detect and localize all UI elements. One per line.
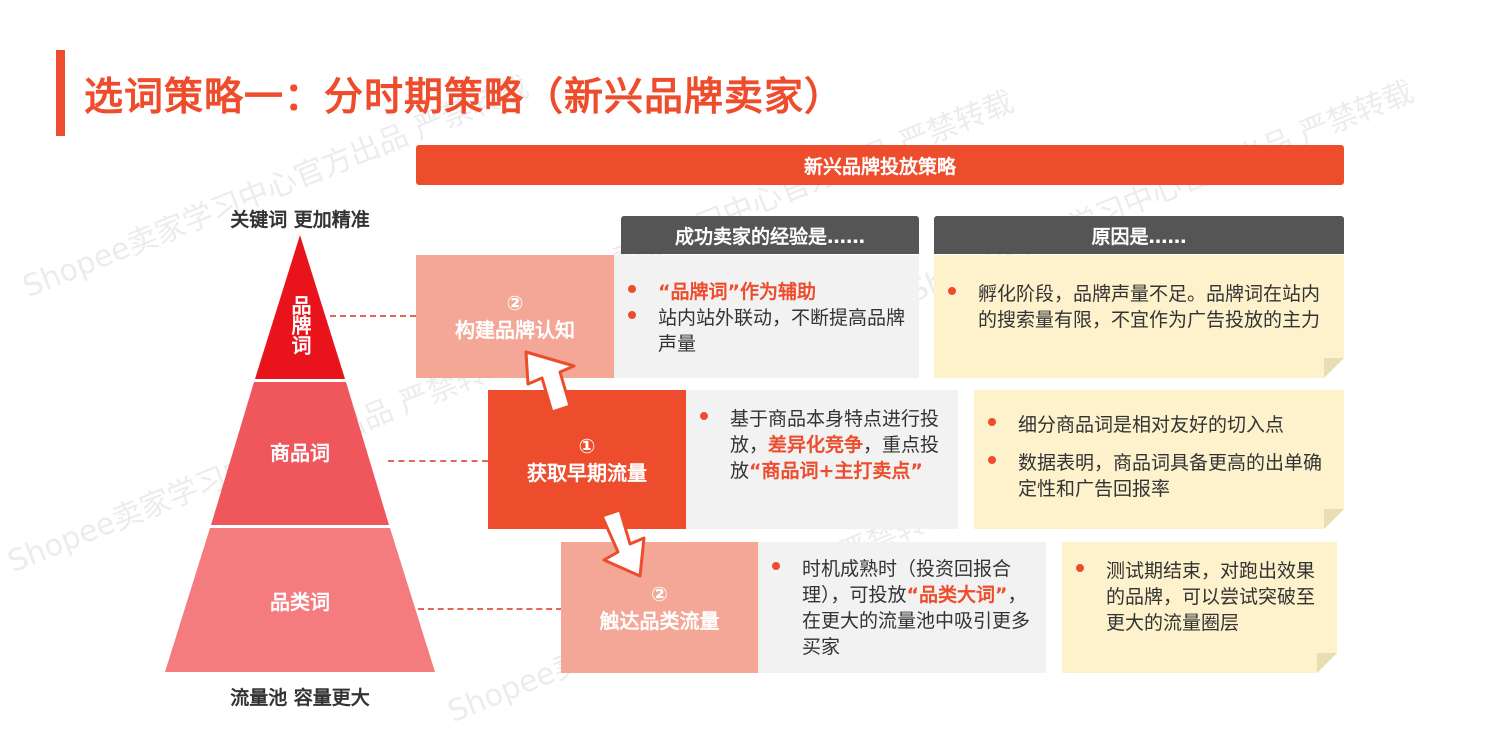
experience-item: “品牌词”作为辅助 [624,279,909,305]
step-number: ① [578,433,596,458]
experience-item: 站内站外联动，不断提高品牌声量 [624,305,909,357]
reason-box-product: 细分商品词是相对友好的切入点 数据表明，商品词具备更高的出单确定性和广告回报率 [974,390,1344,529]
step-early-traffic: ① 获取早期流量 [488,390,686,529]
experience-highlight: “品类大词” [906,584,1008,606]
reason-box-brand: 孵化阶段，品牌声量不足。品牌词在站内的搜索量有限，不宜作为广告投放的主力 [934,255,1344,378]
step-number: ② [651,581,668,606]
step-label: 触达品类流量 [599,608,720,633]
page-title: 选词策略一：分时期策略（新兴品牌卖家） [84,75,845,120]
step-number: ② [506,290,524,315]
experience-box-brand: “品牌词”作为辅助 站内站外联动，不断提高品牌声量 [614,255,919,378]
page-fold-icon [1324,358,1344,378]
step-build-brand: ② 构建品牌认知 [416,255,614,378]
page-fold-icon [1324,509,1344,529]
reason-item: 数据表明，商品词具备更高的出单确定性和广告回报率 [984,450,1334,502]
arrow-down-icon [600,508,646,578]
pyramid-top-caption: 关键词 更加精准 [230,209,370,231]
arrow-up-icon [524,350,576,414]
reason-item: 测试期结束，对跑出效果的品牌，可以尝试突破至更大的流量圈层 [1072,558,1327,636]
experience-text: ，在更大的流量池中吸引更多买家 [802,584,1031,658]
pyramid-level-product [211,382,389,525]
pyramid-level-category [165,528,435,672]
title-accent-bar [56,50,65,136]
step-label: 构建品牌认知 [455,317,575,342]
experience-text: 基于商品本身特点进行投放， [730,408,940,456]
keyword-pyramid [165,235,435,672]
pyramid-bottom-caption: 流量池 容量更大 [230,687,370,709]
experience-box-category: 时机成熟时（投资回报合理），可投放“品类大词”，在更大的流量池中吸引更多买家 [758,542,1046,673]
experience-item: 时机成熟时（投资回报合理），可投放“品类大词”，在更大的流量池中吸引更多买家 [768,556,1036,660]
reason-item: 孵化阶段，品牌声量不足。品牌词在站内的搜索量有限，不宜作为广告投放的主力 [944,281,1334,333]
strategy-banner: 新兴品牌投放策略 [416,145,1344,185]
reason-item: 细分商品词是相对友好的切入点 [984,412,1334,438]
page-fold-icon [1317,653,1337,673]
pyramid-label-product: 商品词 [270,441,330,465]
step-category-traffic: ② 触达品类流量 [561,542,758,673]
experience-highlight: “商品词+主打卖点” [749,460,923,482]
connector-category [418,608,562,610]
header-experience: 成功卖家的经验是…… [621,216,919,254]
experience-text: 时机成熟时（投资回报合理），可投放 [802,558,1012,606]
pyramid-label-category: 品类词 [270,590,330,614]
connector-brand [330,315,416,317]
step-label: 获取早期流量 [527,460,647,485]
pyramid-level-brand [255,235,345,379]
pyramid-label-brand: 品牌词 [288,295,312,355]
connector-product [388,460,488,462]
experience-item: 基于商品本身特点进行投放，差异化竞争，重点投放“商品词+主打卖点” [696,406,951,484]
experience-highlight: 差异化竞争 [768,434,864,456]
reason-box-category: 测试期结束，对跑出效果的品牌，可以尝试突破至更大的流量圈层 [1062,542,1337,673]
experience-box-product: 基于商品本身特点进行投放，差异化竞争，重点投放“商品词+主打卖点” [686,390,958,529]
header-reason: 原因是…… [934,216,1344,254]
experience-text: ，重点投放 [730,434,940,482]
